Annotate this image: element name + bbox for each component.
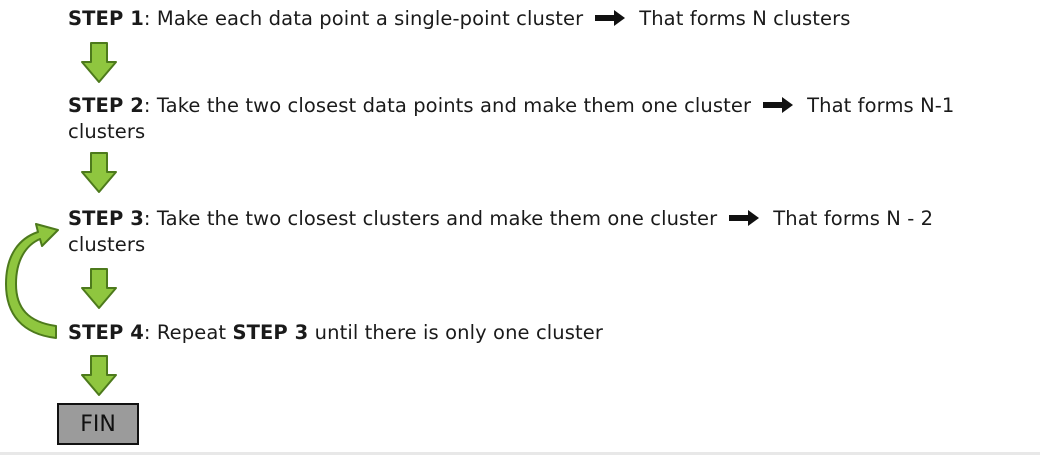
step-3-text: : Take the two closest clusters and make… (143, 207, 718, 230)
step-3: STEP 3: Take the two closest clusters an… (68, 206, 1038, 258)
down-arrow-icon (81, 152, 117, 193)
loop-back-arrow-icon (5, 223, 59, 339)
step-3-label: STEP 3 (68, 207, 144, 230)
bottom-divider (0, 452, 1040, 455)
down-arrow-icon (81, 355, 117, 396)
step-4-label: STEP 4 (68, 321, 144, 344)
step-2-label: STEP 2 (68, 94, 144, 117)
right-arrow-icon (595, 9, 626, 26)
fin-box: FIN (57, 403, 139, 445)
step-4-ref: STEP 3 (232, 321, 309, 344)
fin-label: FIN (80, 411, 116, 437)
step-2-result: That forms N-1 (807, 94, 955, 117)
step-2-result-cont: clusters (68, 120, 146, 143)
step-1-text: : Make each data point a single-point cl… (143, 7, 584, 30)
step-1-label: STEP 1 (68, 7, 144, 30)
step-1-result: That forms N clusters (639, 7, 851, 30)
down-arrow-icon (81, 268, 117, 309)
step-1: STEP 1: Make each data point a single-po… (68, 6, 850, 32)
step-2: STEP 2: Take the two closest data points… (68, 93, 1038, 145)
right-arrow-icon (729, 209, 760, 226)
step-4-text-post: until there is only one cluster (308, 321, 603, 344)
step-3-result-cont: clusters (68, 233, 146, 256)
right-arrow-icon (763, 96, 794, 113)
down-arrow-icon (81, 42, 117, 83)
step-3-result: That forms N - 2 (773, 207, 934, 230)
step-4: STEP 4: Repeat STEP 3 until there is onl… (68, 320, 603, 346)
step-2-text: : Take the two closest data points and m… (143, 94, 752, 117)
step-4-text-pre: : Repeat (143, 321, 233, 344)
